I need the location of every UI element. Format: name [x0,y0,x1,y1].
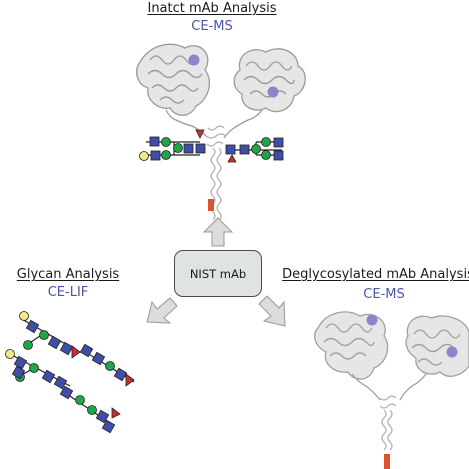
glcnac-square [195,143,206,154]
arrow-down-right [258,295,286,327]
nist-mab-box: NIST mAb [174,250,262,297]
glcnac-square [239,144,250,155]
glcnac-square [273,150,284,161]
deglyco-title: Deglycosylated mAb Analysis [282,267,469,282]
released-glycan-3 [79,343,135,387]
mannose-circle [261,137,271,147]
glycan-title: Glycan Analysis [16,267,120,282]
mannose-circle [261,150,271,160]
deglyco-sphere-left [366,314,378,326]
intact-fab-right [223,48,306,139]
glcnac-square [183,143,194,154]
fucose-triangle [195,129,205,139]
intact-sphere-right [267,86,279,98]
intact-glycan-left [139,129,206,161]
glcnac-square [273,137,284,148]
released-glycan-1 [19,311,81,359]
deglyco-sphere-right [446,346,458,358]
glcnac-square [149,136,160,147]
arrow-down-left [146,297,178,324]
released-glycans [5,311,135,434]
mannose-circle [251,144,261,154]
glcnac-square [225,144,236,155]
released-glycan-4 [59,385,121,434]
intact-method: CE-MS [191,19,233,34]
released-glycan-2 [5,349,71,390]
mannose-circle [173,143,183,153]
intact-mab-antibody [136,43,306,221]
deglyco-method: CE-MS [363,287,405,302]
deglyco-mab-antibody [314,311,469,469]
galactose-circle [139,151,149,161]
deglyco-fab-right [399,315,469,401]
arrow-up [202,217,234,247]
deglyco-red-tag [384,454,390,469]
glcnac-square [150,150,161,161]
intact-sphere-top [188,54,200,66]
fucose-triangle [227,154,237,163]
glycan-method: CE-LIF [47,285,89,300]
intact-title: Inatct mAb Analysis [147,1,277,16]
nist-mab-label: NIST mAb [189,266,247,281]
intact-glycan-right [225,137,284,163]
deglyco-fab-left [314,311,389,401]
deglyco-fc-region [379,395,397,451]
intact-red-tag [208,199,214,211]
mannose-circle [161,137,171,147]
mannose-circle [161,150,171,160]
